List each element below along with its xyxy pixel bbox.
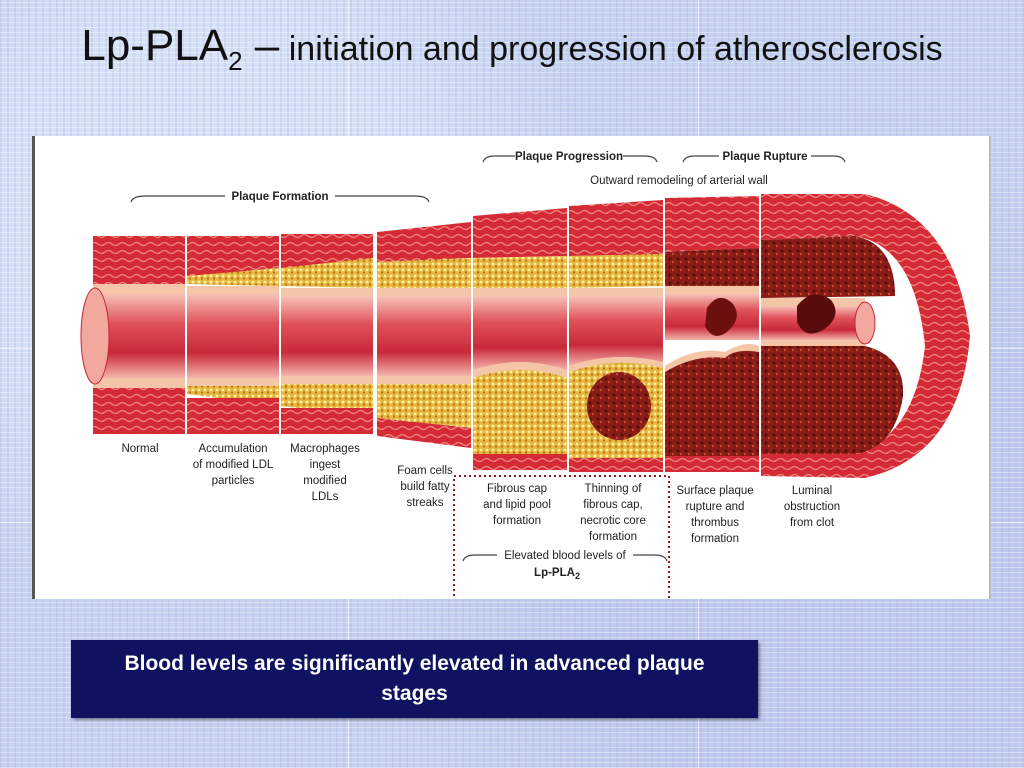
outward-remodeling-label: Outward remodeling of arterial wall <box>590 175 768 187</box>
elevated-levels-label: Elevated blood levels of <box>504 550 626 562</box>
title-main: Lp-PLA2 – <box>81 21 280 76</box>
atherosclerosis-diagram: Plaque Formation Plaque Progression Plaq… <box>32 136 991 599</box>
artery-illustration: Plaque Formation Plaque Progression Plaq… <box>80 151 970 599</box>
plaque-progression-header: Plaque Progression <box>515 151 623 163</box>
segment-fibrous-cap <box>473 208 567 470</box>
segment-necrotic-core <box>569 200 663 472</box>
segment-macrophages <box>281 234 373 434</box>
header-brackets <box>130 155 846 562</box>
slide-title: Lp-PLA2 – initiation and progression of … <box>60 18 964 89</box>
plaque-rupture-header: Plaque Rupture <box>723 151 808 163</box>
segment-rupture <box>665 196 759 472</box>
segment-ldl-accumulation <box>187 236 279 434</box>
artery-segments <box>80 194 970 478</box>
lp-pla2-marker: Lp-PLA2 <box>534 567 580 581</box>
plaque-formation-header: Plaque Formation <box>231 191 328 203</box>
callout-text: Blood levels are significantly elevated … <box>124 652 705 705</box>
stage-label: Normal <box>121 443 158 455</box>
segment-luminal-obstruction <box>761 194 970 478</box>
title-rest: initiation and progression of atheroscle… <box>279 30 943 68</box>
segment-foam-cells <box>377 222 471 448</box>
callout-box: Blood levels are significantly elevated … <box>71 640 758 718</box>
lumen-opening <box>80 287 110 385</box>
